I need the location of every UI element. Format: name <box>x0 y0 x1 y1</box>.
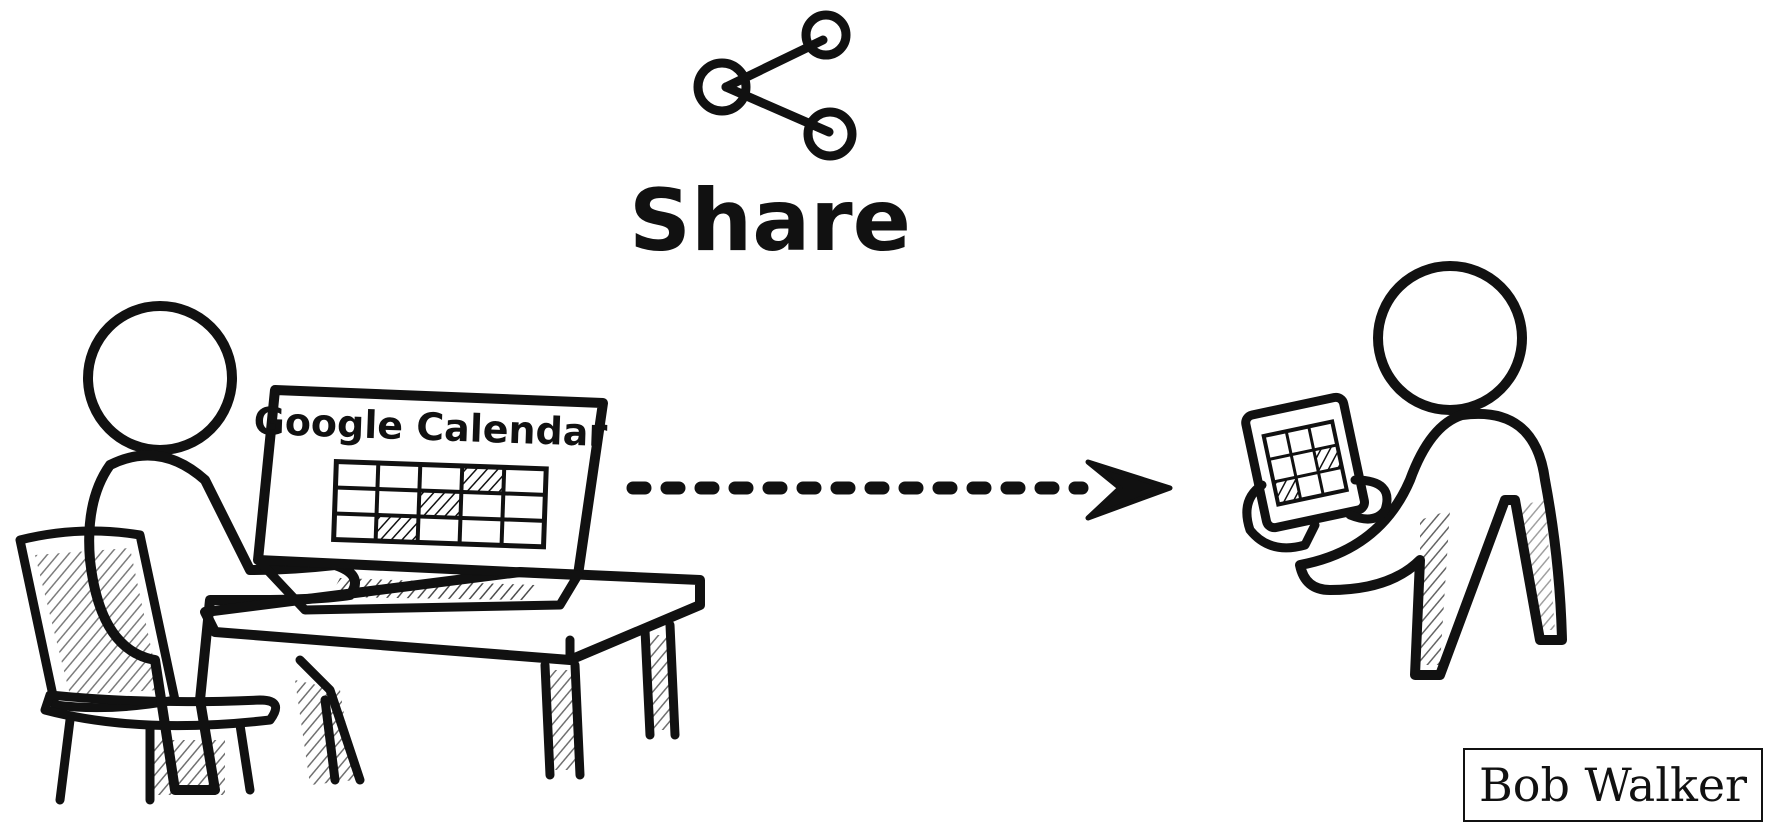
laptop-screen-title: Google Calendar <box>253 399 608 455</box>
author-credit: Bob Walker <box>1463 748 1763 822</box>
laptop <box>253 385 608 615</box>
share-label: Share <box>629 171 911 271</box>
chair <box>15 526 281 805</box>
author-name: Bob Walker <box>1478 758 1748 812</box>
left-person <box>83 301 365 795</box>
right-person <box>1295 261 1567 680</box>
dotted-arrow <box>626 459 1173 521</box>
desk <box>200 567 705 780</box>
calendar-grid <box>331 458 549 550</box>
share-icon <box>693 10 857 161</box>
tablet <box>1241 392 1369 533</box>
hands <box>1242 475 1392 553</box>
